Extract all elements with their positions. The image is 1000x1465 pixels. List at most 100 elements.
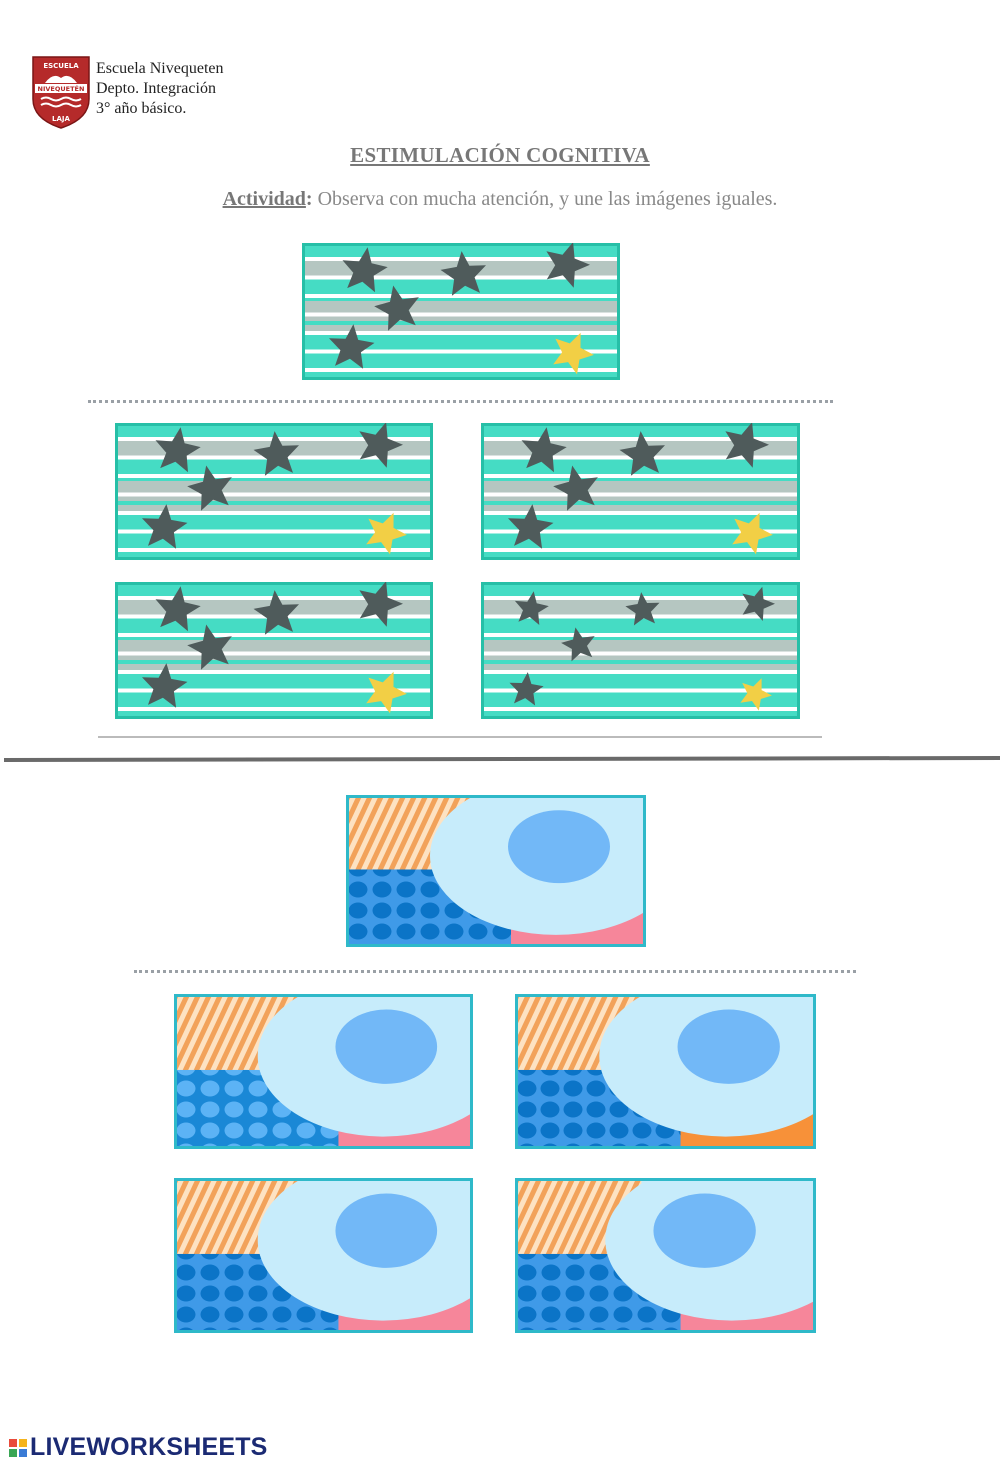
dark-star [508,504,554,549]
white-stripe [304,331,618,335]
section-separator [3,755,1000,763]
gray-band [304,301,618,321]
yellow-star [366,671,407,714]
dark-star [329,324,375,369]
dark-star [742,586,775,621]
yellow-star [366,512,407,555]
instruction: Actividad: Observa con mucha atención, y… [0,188,1000,211]
card-border [302,243,620,380]
card-border [515,1178,816,1333]
dark-star [359,582,403,627]
white-stripe [304,368,618,372]
dark-star [619,431,665,476]
dark-star [440,251,486,296]
circles-card-model [346,795,646,947]
dark-star [514,591,549,625]
circles-card-option-b[interactable] [515,994,816,1149]
card-border [481,582,800,719]
white-stripe [117,651,431,656]
dark-star [155,427,201,473]
yellow-star [732,512,773,555]
dark-star [546,243,590,288]
white-stripe [117,707,431,711]
white-stripe [483,707,798,711]
white-stripe [483,651,798,656]
logo-band-text: NIVEQUETÉN [38,84,85,93]
stars-card-option-c[interactable] [115,582,433,719]
white-stripe [117,511,431,515]
yellow-star [553,332,594,375]
gray-band [117,481,431,501]
gray-band [483,481,798,501]
dark-star [561,627,595,662]
school-logo: ESCUELA NIVEQUETÉN LAJA [31,55,91,135]
card-border [346,795,646,947]
white-stripe [483,633,798,637]
blue-circle [335,1009,438,1084]
white-stripe [117,548,431,552]
department: Depto. Integración [96,80,216,97]
dark-star [342,247,388,293]
instruction-label: Actividad [222,188,306,210]
school-name: Escuela Nivequeten [96,60,224,77]
logo-top-text: ESCUELA [43,62,79,70]
blue-circle [677,1009,780,1084]
yellow-star [740,678,772,711]
gray-band [483,664,798,674]
gray-band [483,505,798,515]
white-stripe [304,294,618,298]
grade: 3° año básico. [96,100,187,117]
gray-band [483,640,798,660]
card-border [174,1178,473,1333]
dark-star [725,423,769,468]
stars-card-model [302,243,620,380]
circles-card-option-d[interactable] [515,1178,816,1333]
dark-star [521,427,567,473]
dark-star [253,431,299,476]
card-border [174,994,473,1149]
instruction-colon: : [305,188,313,210]
instruction-text: Observa con mucha atención, y une las im… [312,188,778,210]
white-stripe [483,474,798,478]
card-border [515,994,816,1149]
dark-star [155,586,201,632]
gray-band [117,664,431,674]
dark-star [187,465,232,511]
liveworksheets-icon [8,1438,30,1458]
dark-star [359,423,403,468]
white-stripe [117,633,431,637]
white-stripe [483,670,798,674]
gray-band [117,640,431,660]
blue-circle [653,1193,756,1268]
stars-card-option-d[interactable] [481,582,800,719]
dark-star [142,663,188,708]
blue-circle [335,1193,438,1268]
card-border [115,423,433,560]
circles-card-option-a[interactable] [174,994,473,1149]
section-underline [98,736,822,738]
white-stripe [483,492,798,497]
dark-star [553,465,598,511]
dark-star [625,592,660,626]
stars-card-option-a[interactable] [115,423,433,560]
white-stripe [117,492,431,497]
white-stripe [117,529,431,534]
liveworksheets-logo: LIVEWORKSHEETS [8,1433,268,1462]
white-stripe [304,349,618,354]
logo-bottom-text: LAJA [52,115,70,123]
white-stripe [117,688,431,693]
white-stripe [117,474,431,478]
dotted-divider-2 [134,970,856,973]
dark-star [374,285,419,331]
gray-band [117,505,431,515]
white-stripe [117,670,431,674]
circles-card-option-c[interactable] [174,1178,473,1333]
header-text: Escuela Nivequeten Depto. Integración 3°… [96,59,224,119]
blue-circle [508,810,610,884]
card-border [481,423,800,560]
footer-brand: LIVEWORKSHEETS [30,1433,268,1461]
white-stripe [483,548,798,552]
page-title: ESTIMULACIÓN COGNITIVA [350,143,650,167]
card-border [115,582,433,719]
stars-card-option-b[interactable] [481,423,800,560]
